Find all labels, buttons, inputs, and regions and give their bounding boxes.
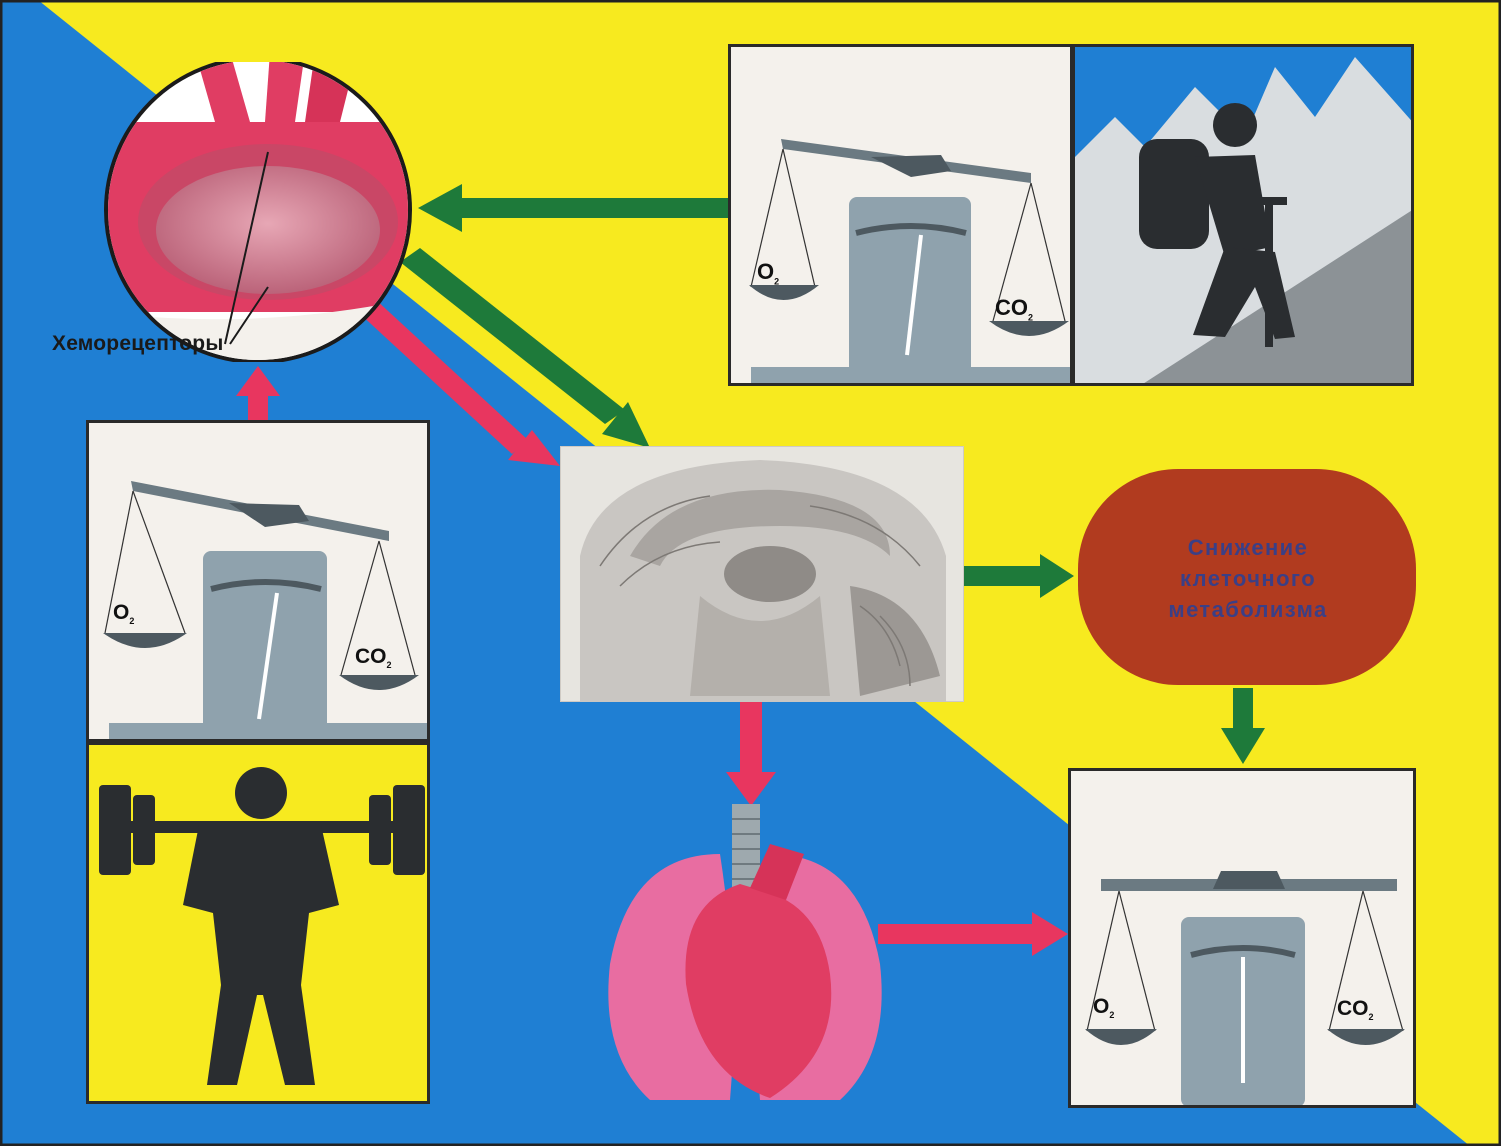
arrow-heart-lungs-to-scale xyxy=(878,912,1068,956)
co2-label: CO2 xyxy=(1337,997,1374,1022)
metabolism-line-3: метаболизма xyxy=(1168,594,1327,625)
heart-lungs-icon xyxy=(590,804,900,1104)
scale-panel-top: O2 CO2 xyxy=(728,44,1073,386)
o2-label: O2 xyxy=(1093,995,1114,1020)
scale-panel-left: O2 CO2 xyxy=(86,420,430,742)
arrow-brain-to-metabolism xyxy=(960,554,1074,598)
mountain-climber-icon xyxy=(1072,44,1414,386)
arrow-brain-to-heart-lungs xyxy=(726,700,776,806)
arrow-chemoreceptors-to-brain-green xyxy=(400,248,650,448)
balance-scale-icon xyxy=(1071,771,1416,1108)
metabolism-line-1: Снижение xyxy=(1188,532,1309,563)
co2-label: CO2 xyxy=(995,295,1033,322)
arrow-scale-to-chemoreceptors xyxy=(418,184,737,232)
co2-label: CO2 xyxy=(355,645,392,670)
arrow-lower-scale-to-chemoreceptors xyxy=(236,366,280,424)
metabolism-line-2: клеточного xyxy=(1180,563,1316,594)
o2-label: O2 xyxy=(757,259,779,286)
scale-panel-bottom: O2 CO2 xyxy=(1068,768,1416,1108)
o2-label: O2 xyxy=(113,601,134,626)
balance-scale-icon xyxy=(731,47,1073,386)
arrow-metabolism-to-scale xyxy=(1221,688,1265,764)
brain-section-icon xyxy=(560,446,964,702)
metabolism-label: Снижение клеточного метаболизма xyxy=(1078,470,1418,686)
weightlifter-icon xyxy=(86,742,430,1104)
chemoreceptors-label: Хеморецепторы xyxy=(52,332,223,356)
balance-scale-icon xyxy=(89,423,430,742)
aorta-chemoreceptor-icon xyxy=(100,62,420,362)
